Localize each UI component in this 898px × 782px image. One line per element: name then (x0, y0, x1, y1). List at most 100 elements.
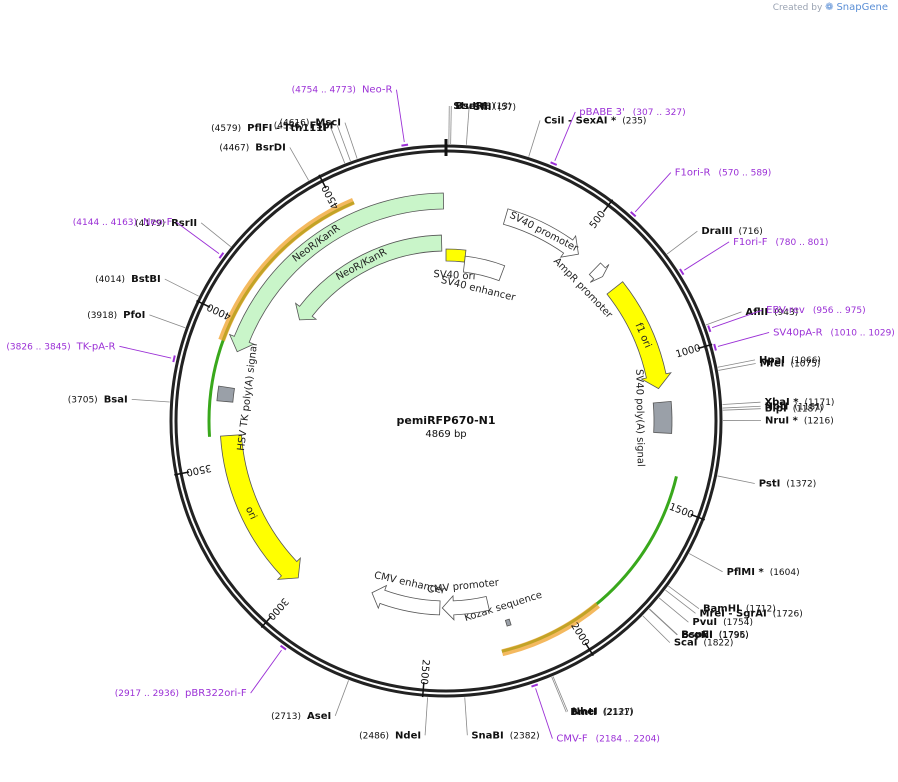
primer-tk-pa-r[interactable]: (3826 .. 3845)TK-pA-R (6, 341, 176, 363)
site-bamhi[interactable]: BamHI(1712) (668, 585, 776, 615)
site-label: (3705)BsaI (68, 394, 128, 405)
site-leader (131, 398, 170, 403)
site-label: BmtI(2131) (570, 707, 632, 718)
primer-f1ori-f[interactable]: F1ori-F(780 .. 801) (679, 237, 828, 276)
site-hpai[interactable]: HpaI(1066) (717, 355, 821, 368)
snapgene-credit: Created by ❁ SnapGene (773, 2, 888, 13)
primer-neo-f[interactable]: (4144 .. 4163)Neo-F (73, 217, 225, 259)
site-leader (149, 314, 186, 329)
site-scai[interactable]: ScaI(1822) (642, 615, 734, 649)
f1-ori-feature: f1 ori (606, 281, 672, 390)
primer-leader (717, 332, 770, 347)
site-nhei[interactable]: NheI(2127) (552, 676, 634, 718)
site-label: EcoNI(1796) (681, 630, 749, 641)
primer-bind-mark (531, 683, 539, 688)
site-psti[interactable]: PstI(1372) (717, 475, 816, 490)
primer-leader (634, 172, 672, 213)
site-snabi[interactable]: SnaBI(2382) (464, 697, 540, 741)
tick-label: 3000 (265, 595, 290, 621)
primer-ebv-rev[interactable]: EBV-rev(956 .. 975) (707, 305, 866, 333)
site-pflfi[interactable]: (4579)PflFI - Tth111I (211, 123, 346, 164)
sv40-enhancer-label: SV40 enhancer (440, 275, 517, 304)
site-bseri[interactable]: BseRI(13) (450, 101, 512, 145)
primer-bind-mark (280, 644, 287, 651)
site-label: BamHI(1712) (703, 604, 776, 615)
site-label: (4014)BstBI (95, 274, 161, 285)
plasmid-name: pemiRFP670-N1 (397, 414, 496, 427)
site-label: BseRI(13) (455, 101, 511, 112)
sv40-polya-feature: SV40 poly(A) signal (633, 369, 673, 467)
site-leader (665, 589, 696, 614)
site-mrei[interactable]: MreI - SgrAI(1726) (665, 589, 803, 619)
site-stui[interactable]: StuI(8) (448, 101, 495, 145)
site-bsai[interactable]: (3705)BsaI (68, 394, 170, 405)
primer-pbabe-3[interactable]: pBABE 3'(307 .. 327) (550, 107, 686, 166)
primer-leader (684, 241, 730, 271)
site-label: HpaI(1066) (759, 355, 821, 366)
site-leader (528, 120, 541, 157)
primer-leader (535, 688, 553, 739)
primer-pbr322ori-f[interactable]: (2917 .. 2936)pBR322ori-F (115, 644, 287, 699)
site-msci[interactable]: (4616)MscI (279, 118, 358, 159)
cmv-enhancer-feature: CMV enhancer (371, 570, 447, 616)
primer-bind-mark (630, 211, 637, 218)
site-leader (722, 401, 761, 405)
site-rsrii[interactable]: (4179)RsrII (135, 218, 231, 248)
site-sfii[interactable]: SfiI(57) (465, 102, 516, 145)
amp-promoter-feature: AmpR promoter (551, 256, 615, 321)
credit-prefix: Created by (772, 3, 823, 13)
primer-layer: (4754 .. 4773)Neo-R pBABE 3'(307 .. 327) F… (6, 85, 894, 745)
site-nrui[interactable]: NruI *(1216) (722, 415, 834, 426)
site-bstbi[interactable]: (4014)BstBI (95, 274, 199, 297)
site-asei[interactable]: (2713)AseI (271, 680, 349, 722)
cmv-enhancer-shape (371, 584, 441, 616)
primer-neo-r[interactable]: (4754 .. 4773)Neo-R (292, 85, 409, 147)
site-label: NruI *(1216) (765, 415, 834, 426)
site-leader (330, 127, 346, 164)
site-noti[interactable]: NotI(1181) (722, 401, 825, 412)
site-label: PflMI *(1604) (727, 567, 800, 578)
site-blpi[interactable]: BlpI(1187) (722, 404, 823, 415)
site-mfei[interactable]: MfeI(1075) (718, 359, 820, 371)
site-leader (200, 222, 231, 248)
site-leader (334, 680, 349, 717)
tick-label: 2000 (568, 621, 591, 648)
site-label: MfeI(1075) (760, 359, 821, 370)
site-leader (450, 106, 452, 145)
site-leader (344, 122, 358, 159)
site-csii[interactable]: CsiI - SexAI *(235) (528, 115, 647, 157)
site-leader (705, 311, 742, 326)
primer-f1ori-r[interactable]: F1ori-R(570 .. 589) (630, 168, 772, 218)
primer-label: (4144 .. 4163)Neo-F (73, 217, 173, 228)
site-ndei[interactable]: (2486)NdeI (359, 697, 429, 741)
primer-bind-mark (172, 355, 176, 363)
primer-label: CMV-F(2184 .. 2204) (556, 734, 660, 745)
sv40-polya-label: SV40 poly(A) signal (633, 369, 646, 467)
tick-mark (584, 642, 594, 656)
site-pvui[interactable]: PvuI(1754) (658, 597, 753, 628)
site-label: (4616)MscI (279, 118, 341, 129)
credit-brand: SnapGene (836, 2, 888, 13)
primer-cmv-f[interactable]: CMV-F(2184 .. 2204) (531, 683, 660, 745)
tick-mark (697, 343, 713, 350)
site-pflmi[interactable]: PflMI *(1604) (689, 553, 800, 578)
site-fspi[interactable]: (4596)FspI (274, 120, 351, 162)
site-leader (164, 278, 199, 297)
site-pfoi[interactable]: (3918)PfoI (87, 310, 186, 329)
site-econi[interactable]: EcoNI(1796) (649, 608, 749, 641)
site-label: SnaBI(2382) (471, 730, 539, 741)
sv40-polya-shape (652, 400, 673, 434)
site-bmti[interactable]: BmtI(2131) (551, 676, 633, 718)
site-leader (722, 408, 761, 411)
amp-promoter-label: AmpR promoter (551, 256, 615, 321)
tick-mark (690, 513, 706, 521)
site-bsrdi[interactable]: (4467)BsrDI (219, 142, 310, 181)
primer-leader (554, 111, 576, 162)
site-draiii[interactable]: DraIII(716) (666, 226, 763, 255)
primer-sv40pa-r[interactable]: SV40pA-R(1010 .. 1029) (713, 327, 895, 351)
primer-label: F1ori-R(570 .. 589) (675, 168, 772, 179)
site-xbai[interactable]: XbaI *(1171) (722, 397, 835, 408)
site-label: (4467)BsrDI (219, 142, 285, 153)
site-label: SfiI(57) (473, 102, 516, 113)
neor-1-shape (228, 192, 444, 353)
